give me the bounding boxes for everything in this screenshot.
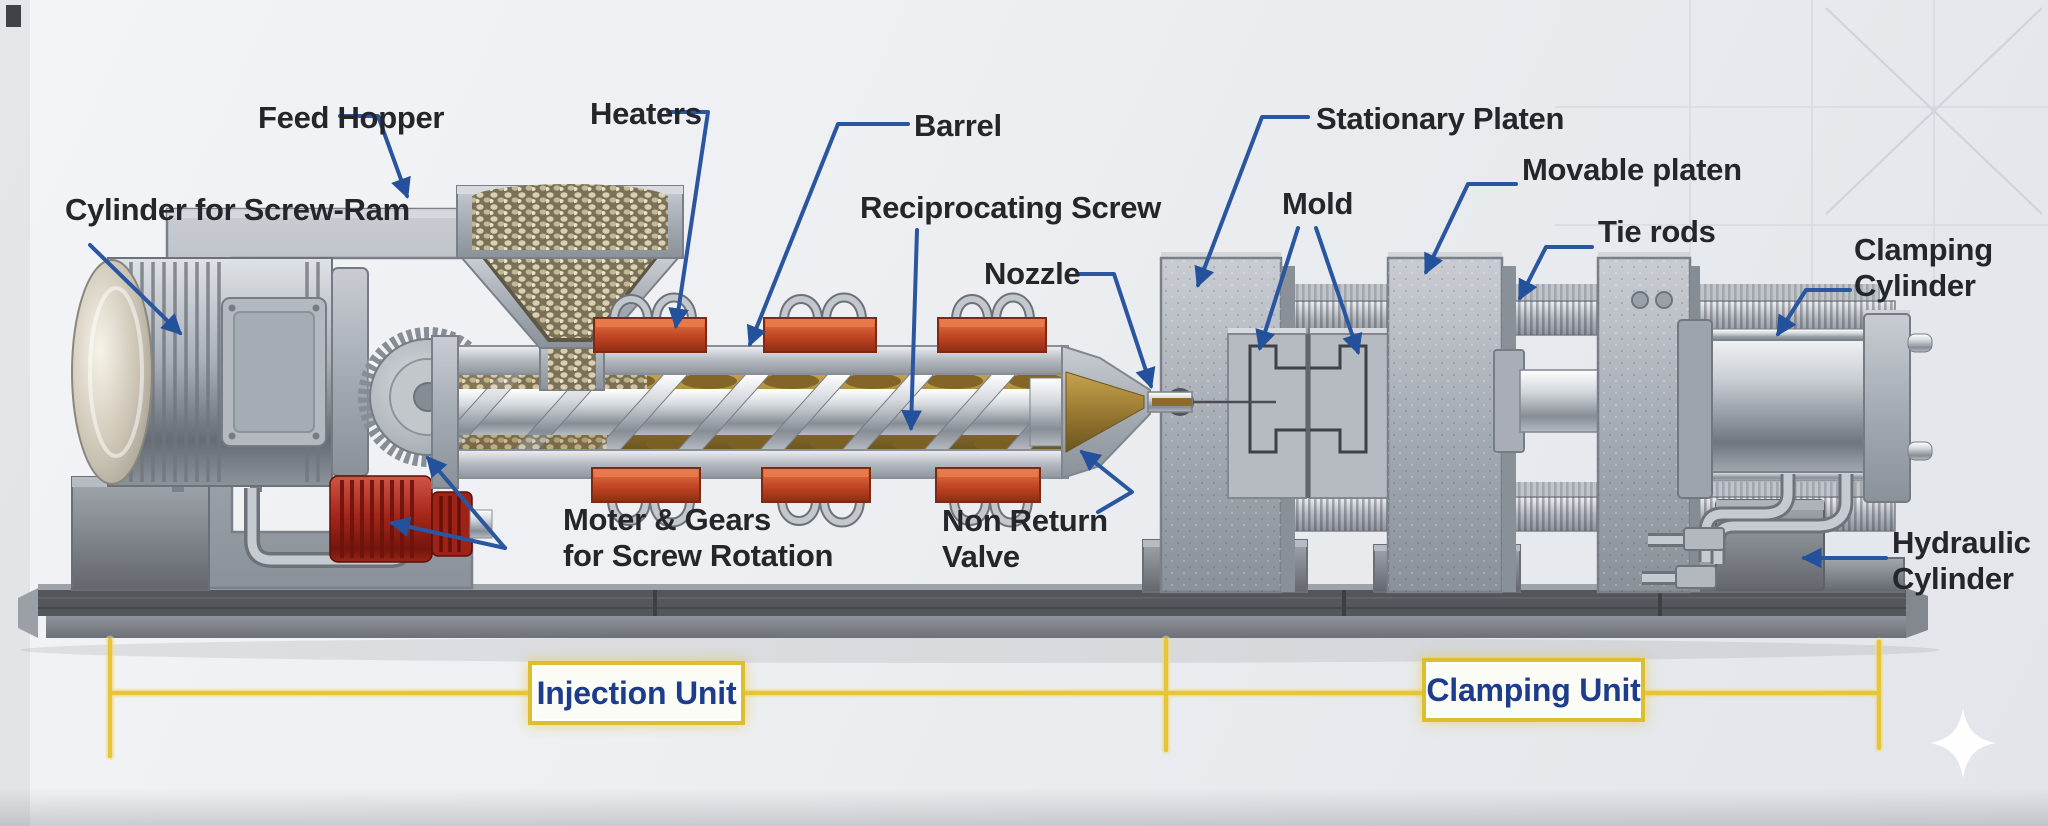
leader-mold-left: [1255, 226, 1300, 351]
leader-heaters: [666, 110, 710, 330]
injection-unit-graphic: [71, 184, 1193, 591]
clamping-cylinder-graphic: [1677, 310, 1933, 503]
leader-motor-gears-b: [388, 516, 507, 550]
label-barrel: Barrel: [914, 108, 1002, 143]
label-movable-platen: Movable platen: [1522, 152, 1742, 187]
label-non-return-valve: Non Return Valve: [942, 503, 1108, 575]
label-line: Moter & Gears: [563, 502, 771, 537]
leader-feed-hopper: [338, 114, 411, 199]
label-line: Cylinder: [1892, 561, 2014, 596]
label-stationary-platen: Stationary Platen: [1316, 101, 1565, 136]
nozzle-graphic: [1061, 344, 1193, 480]
label-nozzle: Nozzle: [984, 256, 1081, 291]
leader-lines: [88, 110, 1888, 569]
label-heaters: Heaters: [590, 96, 702, 131]
non-return-valve-graphic: [1029, 377, 1063, 447]
corner-artifact: [6, 5, 21, 27]
label-reciprocating-screw: Reciprocating Screw: [860, 190, 1161, 225]
unit-bracket: [105, 635, 1884, 761]
injection-unit-box: Injection Unit: [528, 661, 745, 725]
label-line: Cylinder: [1854, 268, 1976, 303]
label-line: Non Return: [942, 503, 1108, 538]
leader-movable-platen: [1424, 182, 1518, 275]
leader-nozzle: [1078, 272, 1156, 389]
label-line: Hydraulic: [1892, 525, 2031, 560]
leader-mold-right: [1314, 226, 1363, 355]
label-hydraulic-cylinder: Hydraulic Cylinder: [1892, 525, 2031, 597]
barrel-graphic: [431, 335, 1069, 489]
label-line: Clamping: [1854, 232, 1993, 267]
leader-motor-gears-a: [425, 455, 507, 550]
label-feed-hopper: Feed Hopper: [258, 100, 445, 135]
label-clamping-cylinder: Clamping Cylinder: [1854, 232, 1993, 304]
sparkle-ornament: [1930, 708, 1996, 778]
leader-reciprocating-screw: [901, 228, 922, 432]
leader-cylinder-screw-ram: [88, 243, 183, 336]
clamping-unit-graphic: [1142, 252, 1933, 594]
left-edge-shade: [0, 0, 30, 826]
leader-non-return-valve: [1079, 450, 1134, 514]
leader-clamping-cylinder: [1776, 288, 1852, 337]
label-line: for Screw Rotation: [563, 538, 834, 573]
label-tie-rods: Tie rods: [1598, 214, 1716, 249]
clamping-unit-box: Clamping Unit: [1422, 658, 1645, 722]
leader-barrel: [746, 122, 910, 347]
feed-hopper-graphic: [456, 184, 684, 391]
movable-platen-graphic: [1386, 252, 1516, 594]
label-cylinder-screw-ram: Cylinder for Screw-Ram: [65, 192, 410, 227]
leader-stationary-platen: [1194, 115, 1310, 288]
machine-base: [0, 584, 2048, 826]
hydraulic-cylinder-graphic: [1642, 474, 1854, 591]
label-line: Valve: [942, 539, 1020, 574]
mold-graphic: [1194, 328, 1389, 499]
label-motor-gears: Moter & Gears for Screw Rotation: [563, 502, 833, 574]
background-grid: [1555, 0, 2048, 290]
leader-tie-rods: [1518, 245, 1594, 301]
label-mold: Mold: [1282, 186, 1354, 221]
